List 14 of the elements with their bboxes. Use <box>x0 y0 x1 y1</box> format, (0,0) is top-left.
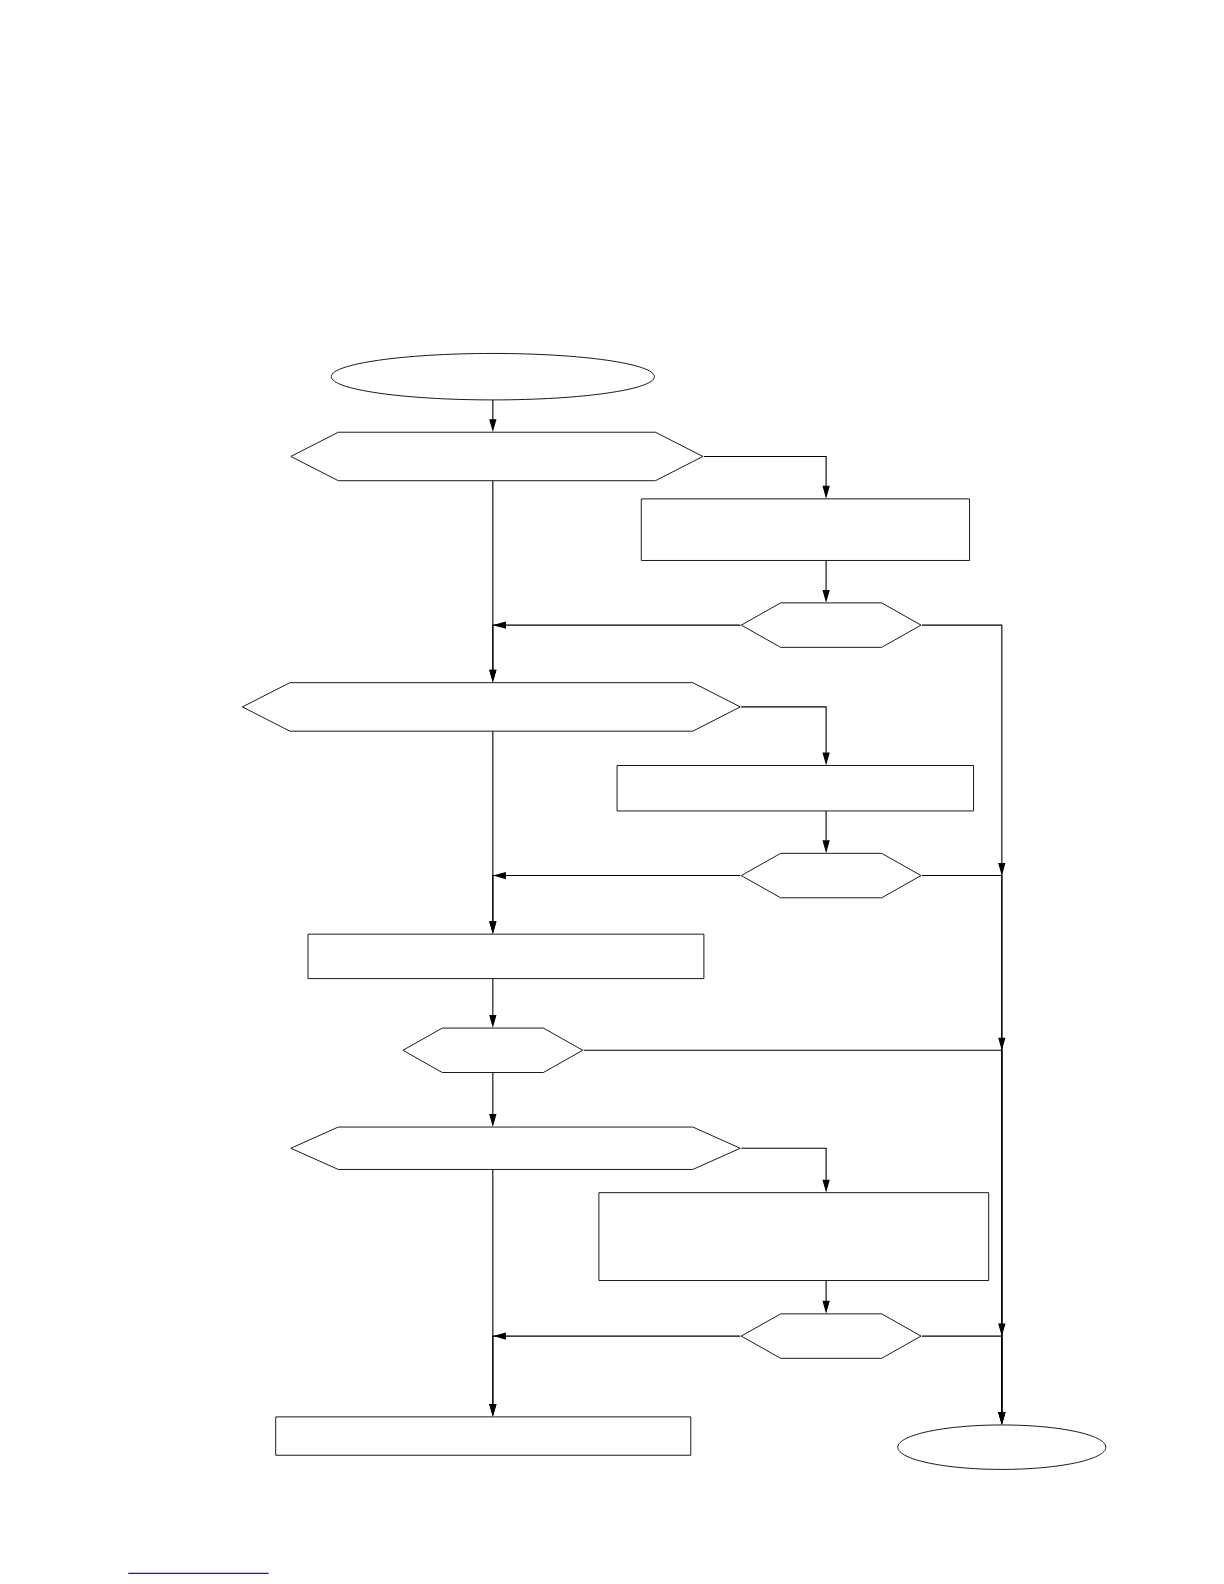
decision-hexagon <box>740 1313 922 1359</box>
process-box <box>307 933 705 980</box>
process-box <box>275 1416 692 1456</box>
process-box <box>640 498 970 561</box>
decision-hexagon <box>290 1126 741 1170</box>
decision-hexagon <box>402 1027 584 1073</box>
decision-hexagon <box>740 852 922 899</box>
decision-hexagon <box>290 431 704 482</box>
process-box <box>598 1192 990 1281</box>
terminal-ellipse <box>897 1424 1107 1470</box>
process-box <box>616 765 974 812</box>
decision-hexagon <box>241 682 741 732</box>
decision-hexagon <box>740 602 922 648</box>
terminal-ellipse <box>330 353 655 401</box>
